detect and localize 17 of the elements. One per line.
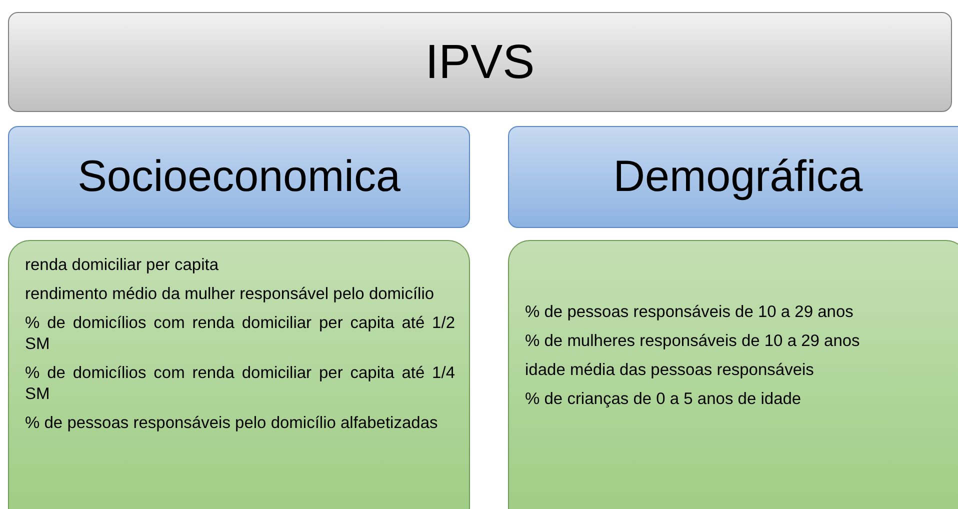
indicator-list-box — [508, 240, 958, 509]
indicator-item: idade média das pessoas responsáveis — [525, 360, 815, 381]
indicator-item: % de pessoas responsáveis de 10 a 29 anos — [525, 302, 854, 323]
category-heading: Socioeconomica — [78, 152, 400, 202]
indicator-item: % de pessoas responsáveis pelo domicílio alfabetizadas — [25, 413, 439, 434]
indicator-list-box — [8, 240, 470, 509]
indicator-item: renda domiciliar per capita — [25, 255, 220, 276]
indicator-item: % de domicílios com renda domiciliar per capita até 1/2 SM — [25, 313, 455, 355]
title-text: IPVS — [425, 34, 535, 90]
title-box — [8, 12, 952, 112]
indicator-item: % de domicílios com renda domiciliar per capita até 1/4 SM — [25, 363, 455, 405]
indicator-item: rendimento médio da mulher responsável pelo domicílio — [25, 284, 436, 305]
category-box — [508, 126, 958, 228]
category-heading: Demográfica — [613, 152, 863, 202]
indicator-item: % de mulheres responsáveis de 10 a 29 anos — [525, 331, 861, 352]
indicator-item: % de crianças de 0 a 5 anos de idade — [525, 389, 802, 410]
category-box — [8, 126, 470, 228]
